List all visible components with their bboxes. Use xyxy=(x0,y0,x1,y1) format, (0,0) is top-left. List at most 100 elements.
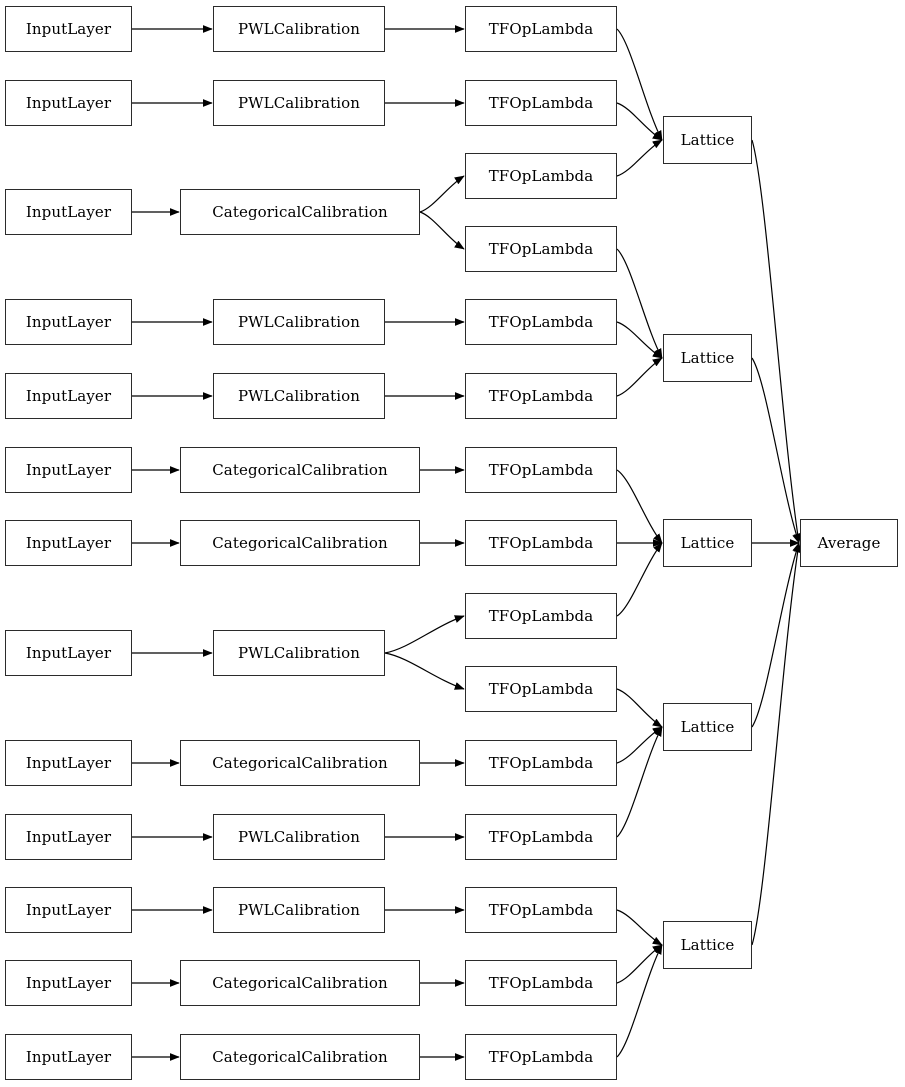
node-label: InputLayer xyxy=(25,93,112,112)
node-label: InputLayer xyxy=(25,1047,112,1066)
node-label: Lattice xyxy=(680,717,735,736)
edge-lam9-to-lat3 xyxy=(616,542,663,617)
node-lam5[interactable]: TFOpLambda xyxy=(465,299,617,345)
node-lat3[interactable]: Lattice xyxy=(663,519,752,567)
node-label: TFOpLambda xyxy=(488,679,594,698)
node-cal2[interactable]: PWLCalibration xyxy=(213,80,385,126)
edge-cal8-to-lam9 xyxy=(384,615,465,654)
node-label: PWLCalibration xyxy=(237,312,361,331)
node-cal10[interactable]: PWLCalibration xyxy=(213,814,385,860)
node-in10[interactable]: InputLayer xyxy=(5,814,132,860)
node-lam13[interactable]: TFOpLambda xyxy=(465,887,617,933)
edge-lam15-to-lat5 xyxy=(616,944,663,1058)
node-label: PWLCalibration xyxy=(237,19,361,38)
node-lam12[interactable]: TFOpLambda xyxy=(465,814,617,860)
node-in6[interactable]: InputLayer xyxy=(5,447,132,493)
node-cal7[interactable]: CategoricalCalibration xyxy=(180,520,420,566)
node-label: InputLayer xyxy=(25,460,112,479)
node-label: TFOpLambda xyxy=(488,239,594,258)
edge-lam11-to-lat4 xyxy=(616,726,663,764)
node-label: TFOpLambda xyxy=(488,973,594,992)
node-label: CategoricalCalibration xyxy=(212,202,388,221)
node-in7[interactable]: InputLayer xyxy=(5,520,132,566)
node-label: InputLayer xyxy=(25,643,112,662)
node-label: CategoricalCalibration xyxy=(212,533,388,552)
node-cal3[interactable]: CategoricalCalibration xyxy=(180,189,420,235)
node-label: TFOpLambda xyxy=(488,533,594,552)
node-cal5[interactable]: PWLCalibration xyxy=(213,373,385,419)
node-lat1[interactable]: Lattice xyxy=(663,116,752,164)
node-cal6[interactable]: CategoricalCalibration xyxy=(180,447,420,493)
node-label: PWLCalibration xyxy=(237,93,361,112)
node-label: TFOpLambda xyxy=(488,166,594,185)
node-cal11[interactable]: PWLCalibration xyxy=(213,887,385,933)
edge-lam1-to-lat1 xyxy=(616,28,663,141)
node-label: Average xyxy=(817,533,881,552)
node-in1[interactable]: InputLayer xyxy=(5,6,132,52)
edge-lam6-to-lat2 xyxy=(616,357,663,397)
node-label: TFOpLambda xyxy=(488,900,594,919)
node-lam2[interactable]: TFOpLambda xyxy=(465,80,617,126)
node-lam14[interactable]: TFOpLambda xyxy=(465,960,617,1006)
node-label: InputLayer xyxy=(25,386,112,405)
node-label: InputLayer xyxy=(25,19,112,38)
edge-cal8-to-lam10 xyxy=(384,652,465,690)
node-in4[interactable]: InputLayer xyxy=(5,299,132,345)
node-in9[interactable]: InputLayer xyxy=(5,740,132,786)
node-label: TFOpLambda xyxy=(488,753,594,772)
node-in11[interactable]: InputLayer xyxy=(5,887,132,933)
node-lam6[interactable]: TFOpLambda xyxy=(465,373,617,419)
node-label: InputLayer xyxy=(25,202,112,221)
node-lat2[interactable]: Lattice xyxy=(663,334,752,382)
node-label: PWLCalibration xyxy=(237,900,361,919)
node-label: PWLCalibration xyxy=(237,386,361,405)
node-in2[interactable]: InputLayer xyxy=(5,80,132,126)
node-lat5[interactable]: Lattice xyxy=(663,921,752,969)
node-in12[interactable]: InputLayer xyxy=(5,960,132,1006)
node-lam9[interactable]: TFOpLambda xyxy=(465,593,617,639)
edge-lam5-to-lat2 xyxy=(616,321,663,359)
node-label: CategoricalCalibration xyxy=(212,973,388,992)
node-cal1[interactable]: PWLCalibration xyxy=(213,6,385,52)
node-lam3[interactable]: TFOpLambda xyxy=(465,153,617,199)
node-label: TFOpLambda xyxy=(488,606,594,625)
node-in3[interactable]: InputLayer xyxy=(5,189,132,235)
node-label: TFOpLambda xyxy=(488,312,594,331)
edge-lat2-to-avg xyxy=(751,357,800,544)
node-cal13[interactable]: CategoricalCalibration xyxy=(180,1034,420,1080)
node-lam7[interactable]: TFOpLambda xyxy=(465,447,617,493)
node-in13[interactable]: InputLayer xyxy=(5,1034,132,1080)
node-in8[interactable]: InputLayer xyxy=(5,630,132,676)
node-lam10[interactable]: TFOpLambda xyxy=(465,666,617,712)
node-label: PWLCalibration xyxy=(237,643,361,662)
node-avg[interactable]: Average xyxy=(800,519,898,567)
edge-lam2-to-lat1 xyxy=(616,102,663,141)
node-label: TFOpLambda xyxy=(488,19,594,38)
edge-lam13-to-lat5 xyxy=(616,909,663,946)
node-in5[interactable]: InputLayer xyxy=(5,373,132,419)
node-cal9[interactable]: CategoricalCalibration xyxy=(180,740,420,786)
edge-lat4-to-avg xyxy=(751,542,800,728)
node-lam15[interactable]: TFOpLambda xyxy=(465,1034,617,1080)
node-lat4[interactable]: Lattice xyxy=(663,703,752,751)
node-cal4[interactable]: PWLCalibration xyxy=(213,299,385,345)
node-label: TFOpLambda xyxy=(488,1047,594,1066)
node-label: PWLCalibration xyxy=(237,827,361,846)
node-label: CategoricalCalibration xyxy=(212,753,388,772)
node-label: InputLayer xyxy=(25,973,112,992)
node-lam11[interactable]: TFOpLambda xyxy=(465,740,617,786)
node-cal12[interactable]: CategoricalCalibration xyxy=(180,960,420,1006)
node-lam8[interactable]: TFOpLambda xyxy=(465,520,617,566)
node-lam4[interactable]: TFOpLambda xyxy=(465,226,617,272)
node-lam1[interactable]: TFOpLambda xyxy=(465,6,617,52)
node-label: TFOpLambda xyxy=(488,93,594,112)
node-label: TFOpLambda xyxy=(488,386,594,405)
node-label: Lattice xyxy=(680,533,735,552)
edge-lat1-to-avg xyxy=(751,139,802,544)
node-label: TFOpLambda xyxy=(488,827,594,846)
node-cal8[interactable]: PWLCalibration xyxy=(213,630,385,676)
node-label: TFOpLambda xyxy=(488,460,594,479)
node-label: InputLayer xyxy=(25,753,112,772)
